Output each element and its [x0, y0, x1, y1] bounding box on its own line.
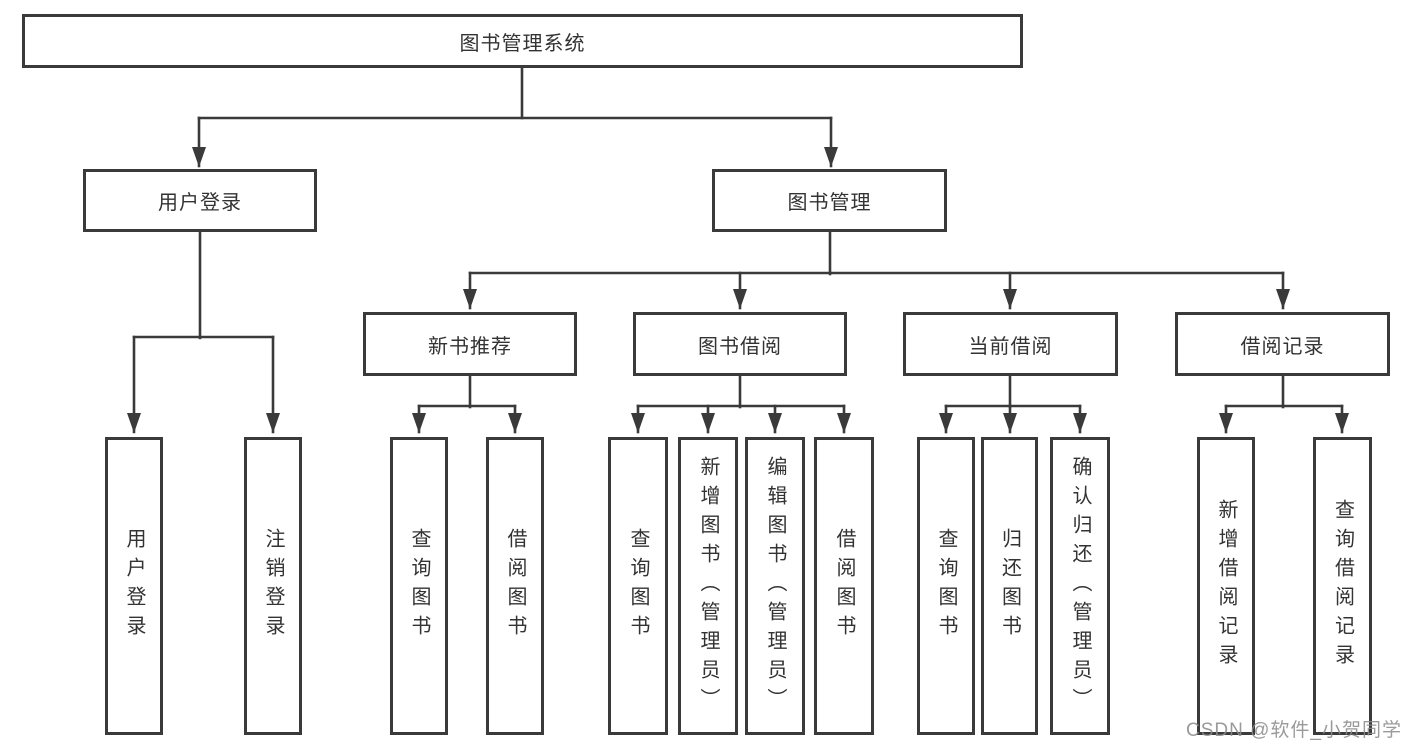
leaf-add-borrow-record: 新增借阅记录 [1197, 437, 1255, 735]
leaf-query-books-1: 查询图书 [390, 437, 448, 735]
leaf-label: 确认归还（管理员） [1069, 455, 1091, 717]
leaf-label: 查询图书 [408, 528, 430, 644]
node-label: 图书借阅 [698, 335, 782, 358]
leaf-query-borrow-record: 查询借阅记录 [1313, 437, 1372, 735]
leaf-label: 查询图书 [935, 528, 957, 644]
csdn-watermark: CSDN @软件_小贺同学 [1186, 720, 1402, 741]
node-user-login: 用户登录 [83, 169, 317, 232]
node-current-borrow: 当前借阅 [903, 312, 1118, 376]
leaf-confirm-return-admin: 确认归还（管理员） [1050, 437, 1110, 735]
leaf-label: 查询借阅记录 [1331, 499, 1354, 673]
leaf-label: 归还图书 [998, 528, 1021, 644]
node-label: 图书管理 [787, 192, 872, 214]
node-new-book-recommend: 新书推荐 [363, 312, 577, 376]
node-label: 借阅记录 [1240, 335, 1325, 358]
leaf-label: 借阅图书 [833, 528, 855, 644]
leaf-label: 编辑图书（管理员） [764, 455, 786, 717]
node-library-management-system: 图书管理系统 [22, 14, 1023, 68]
leaf-label: 用户登录 [123, 528, 145, 644]
node-book-borrow: 图书借阅 [633, 312, 847, 376]
leaf-label: 新增图书（管理员） [697, 455, 719, 717]
leaf-label: 借阅图书 [504, 528, 526, 644]
node-label: 新书推荐 [428, 335, 512, 358]
leaf-logout: 注销登录 [244, 437, 302, 735]
node-label: 当前借阅 [968, 335, 1053, 358]
leaf-query-books-2: 查询图书 [608, 437, 668, 735]
node-label: 图书管理系统 [459, 32, 586, 55]
leaf-label: 查询图书 [627, 528, 649, 644]
node-borrow-records: 借阅记录 [1175, 312, 1390, 376]
leaf-return-books: 归还图书 [981, 437, 1038, 735]
leaf-borrow-books-1: 借阅图书 [486, 437, 544, 735]
node-book-management: 图书管理 [712, 169, 947, 232]
node-label: 用户登录 [158, 192, 242, 214]
leaf-edit-books-admin: 编辑图书（管理员） [745, 437, 805, 735]
leaf-query-books-3: 查询图书 [917, 437, 975, 735]
leaf-user-login: 用户登录 [105, 437, 163, 735]
leaf-add-books-admin: 新增图书（管理员） [678, 437, 738, 735]
leaf-label: 注销登录 [262, 528, 284, 644]
leaf-label: 新增借阅记录 [1215, 499, 1237, 673]
leaf-borrow-books-2: 借阅图书 [814, 437, 874, 735]
